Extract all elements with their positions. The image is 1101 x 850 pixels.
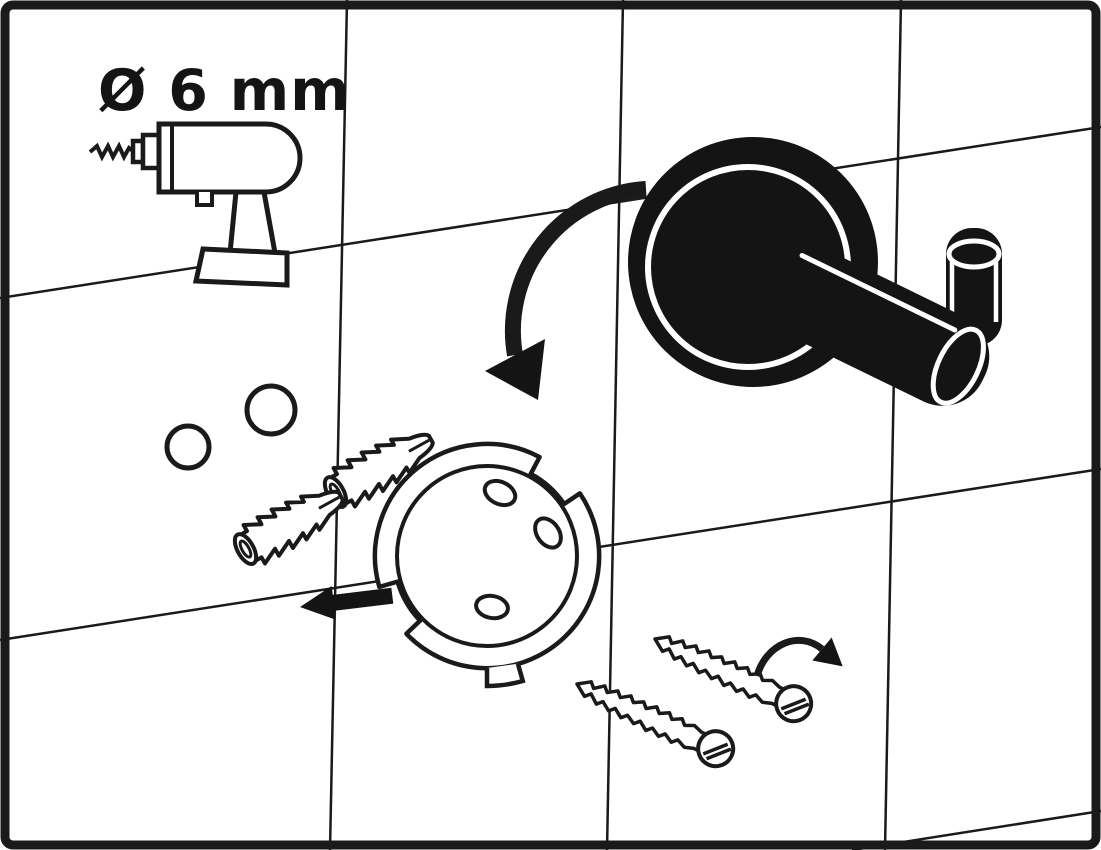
plate-inner-rim <box>395 464 579 648</box>
drill-body <box>156 121 303 195</box>
plate-screw-hole-top <box>482 478 518 508</box>
drill-bit <box>88 141 136 162</box>
robe-hook-icon <box>628 137 1002 406</box>
drill-icon <box>88 121 303 288</box>
twist-arrow-arc <box>504 181 647 357</box>
drilled-holes <box>164 383 298 471</box>
screw-turn-arrow <box>753 636 843 678</box>
drilled-hole-1 <box>164 423 212 471</box>
insert-direction-arrow <box>300 585 394 620</box>
twist-mount-arrow <box>485 181 647 400</box>
plate-screw-hole-bottom <box>474 593 510 621</box>
grout-line-vertical-1 <box>328 0 349 850</box>
plate-screw-hole-right <box>533 516 563 550</box>
plate-outline <box>372 441 602 671</box>
hook-arm-body <box>745 237 990 406</box>
drill-trigger <box>195 192 214 207</box>
drill-base <box>192 246 290 288</box>
screw-turn-arrowhead <box>812 637 843 667</box>
grout-line-diagonal-1 <box>0 125 1101 300</box>
drill-step: Ø 6 mm <box>88 58 351 288</box>
hook-arm <box>745 237 990 406</box>
hook-arm-endcap-highlight <box>930 326 986 406</box>
screw-turn-arc <box>753 636 825 678</box>
insert-arrow-shape <box>300 585 394 620</box>
mounting-plate-icon <box>372 441 602 689</box>
twist-arrowhead <box>485 339 545 400</box>
drilled-hole-2 <box>244 383 298 437</box>
grout-line-vertical-3 <box>883 0 903 850</box>
plate-bottom-tab <box>484 663 526 689</box>
hook-arm-top-highlight <box>799 252 958 333</box>
drill-diameter-label: Ø 6 mm <box>98 58 351 124</box>
hook-peg-cap-highlight <box>946 238 1002 270</box>
